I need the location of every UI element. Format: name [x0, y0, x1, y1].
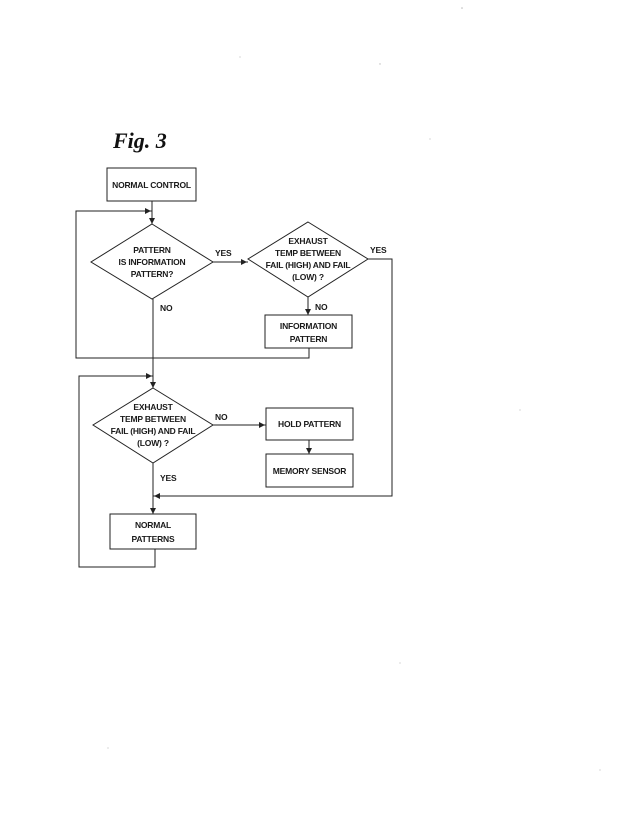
- arrowhead: [306, 448, 312, 454]
- node-label: FAIL (HIGH) AND FAIL: [266, 260, 351, 270]
- node-label: MEMORY SENSOR: [273, 466, 347, 476]
- node-label: PATTERNS: [132, 534, 175, 544]
- node-label: (LOW) ?: [137, 438, 169, 448]
- node-label: INFORMATION: [280, 321, 337, 331]
- node-label: (LOW) ?: [292, 272, 324, 282]
- edge-label-d3-no: NO: [215, 412, 228, 422]
- node-label: TEMP BETWEEN: [275, 248, 341, 258]
- edge-label-d3-yes: YES: [160, 473, 177, 483]
- node-label: FAIL (HIGH) AND FAIL: [111, 426, 196, 436]
- arrowhead: [241, 259, 247, 265]
- node-normal-control: NORMAL CONTROL: [106, 167, 197, 202]
- edge-label-d1-no: NO: [160, 303, 173, 313]
- arrowhead: [150, 508, 156, 514]
- edge-info-pattern-loop: [75, 210, 310, 359]
- node-label: PATTERN?: [131, 269, 173, 279]
- node-label: HOLD PATTERN: [278, 419, 341, 429]
- arrowhead: [305, 309, 311, 315]
- arrowhead: [146, 373, 152, 379]
- node-hold-pattern: HOLD PATTERN: [265, 407, 354, 441]
- node-label: IS INFORMATION: [119, 257, 186, 267]
- connectors: [75, 201, 393, 568]
- arrowhead: [259, 422, 265, 428]
- node-decision-exhaust-1: EXHAUST TEMP BETWEEN FAIL (HIGH) AND FAI…: [247, 221, 369, 298]
- node-normal-patterns: NORMAL PATTERNS: [109, 513, 197, 550]
- node-label: NORMAL CONTROL: [112, 180, 191, 190]
- arrowhead: [150, 382, 156, 388]
- edge-normal-patterns-loop: [78, 375, 156, 568]
- edge-label-d2-yes: YES: [370, 245, 387, 255]
- node-memory-sensor: MEMORY SENSOR: [265, 453, 354, 488]
- node-decision-exhaust-2: EXHAUST TEMP BETWEEN FAIL (HIGH) AND FAI…: [92, 387, 214, 464]
- edge-label-d1-yes: YES: [215, 248, 232, 258]
- edge-label-d2-no: NO: [315, 302, 328, 312]
- arrowhead: [145, 208, 151, 214]
- node-label: PATTERN: [290, 334, 328, 344]
- node-label: NORMAL: [135, 520, 171, 530]
- node-decision-info-pattern: PATTERN IS INFORMATION PATTERN?: [90, 223, 214, 300]
- scan-noise: [107, 7, 601, 771]
- figure-title: Fig. 3: [113, 128, 167, 153]
- node-label: EXHAUST: [288, 236, 328, 246]
- arrowhead: [149, 218, 155, 224]
- arrowhead: [154, 493, 160, 499]
- node-information-pattern: INFORMATION PATTERN: [264, 314, 353, 349]
- node-label: EXHAUST: [133, 402, 173, 412]
- edge-d2-yes: [153, 258, 393, 497]
- node-label: PATTERN: [133, 245, 171, 255]
- node-label: TEMP BETWEEN: [120, 414, 186, 424]
